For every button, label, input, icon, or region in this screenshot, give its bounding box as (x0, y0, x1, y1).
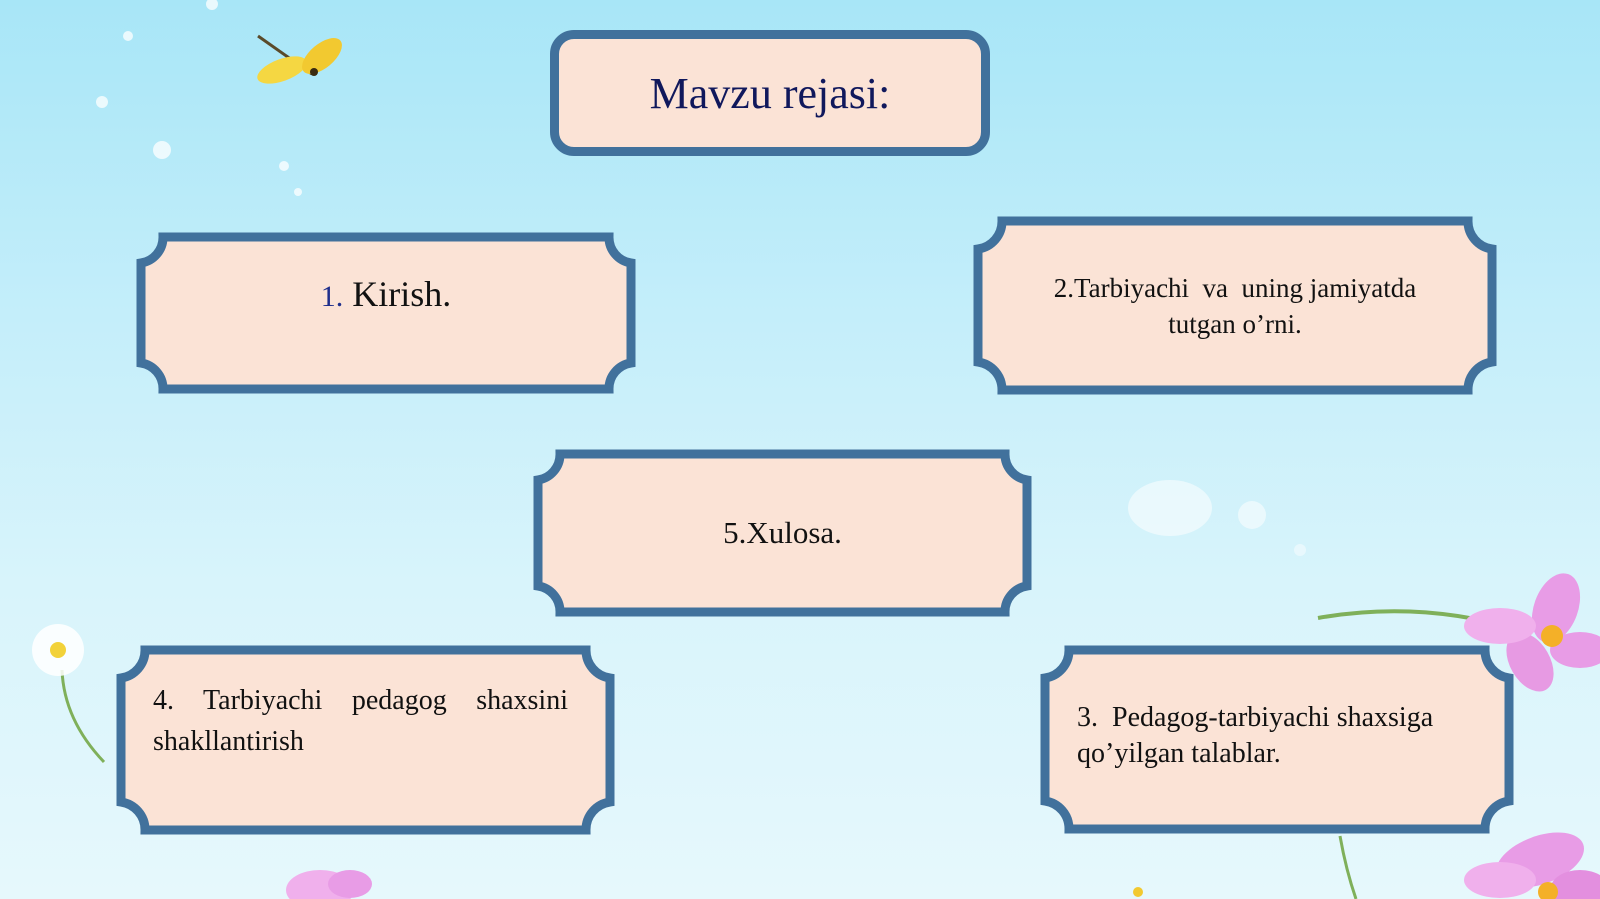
plaque-frame (136, 232, 636, 394)
plan-item-3: 3. Pedagog-tarbiyachi shaxsiga qo’yilgan… (1040, 645, 1514, 834)
sparkles (96, 0, 1306, 556)
plan-item-1: 1. Kirish. (136, 232, 636, 394)
plaque-frame (533, 449, 1032, 617)
item-number: 1. (320, 280, 344, 313)
plaque-frame (116, 645, 615, 835)
small-bud-icon (1133, 887, 1143, 897)
dragonfly-icon (257, 34, 342, 84)
item-text: 3. Pedagog-tarbiyachi shaxsiga qo’yilgan… (1077, 701, 1441, 769)
pink-flower-left-icon (286, 870, 372, 899)
item-text: 2.Tarbiyachi va uning jamiyatda tutgan o… (1053, 272, 1423, 339)
slide-title-box: Mavzu rejasi: (550, 30, 990, 156)
plan-item-4: 4. Tarbiyachi pedagog shaxsini shakllant… (116, 645, 615, 835)
pink-flower-bottom-icon (1338, 832, 1600, 899)
plan-item-2: 2.Tarbiyachi va uning jamiyatda tutgan o… (973, 216, 1497, 395)
item-text: 5.Xulosa. (723, 515, 842, 550)
plaque-frame (1040, 645, 1514, 834)
slide-title: Mavzu rejasi: (649, 68, 891, 118)
pink-flower-icon (1317, 573, 1600, 692)
item-text: Kirish. (352, 274, 452, 314)
plan-item-5: 5.Xulosa. (533, 449, 1032, 617)
plaque-frame (973, 216, 1497, 395)
white-flower-icon (32, 624, 106, 764)
item-text: 4. Tarbiyachi pedagog shaxsini shakllant… (153, 685, 575, 757)
